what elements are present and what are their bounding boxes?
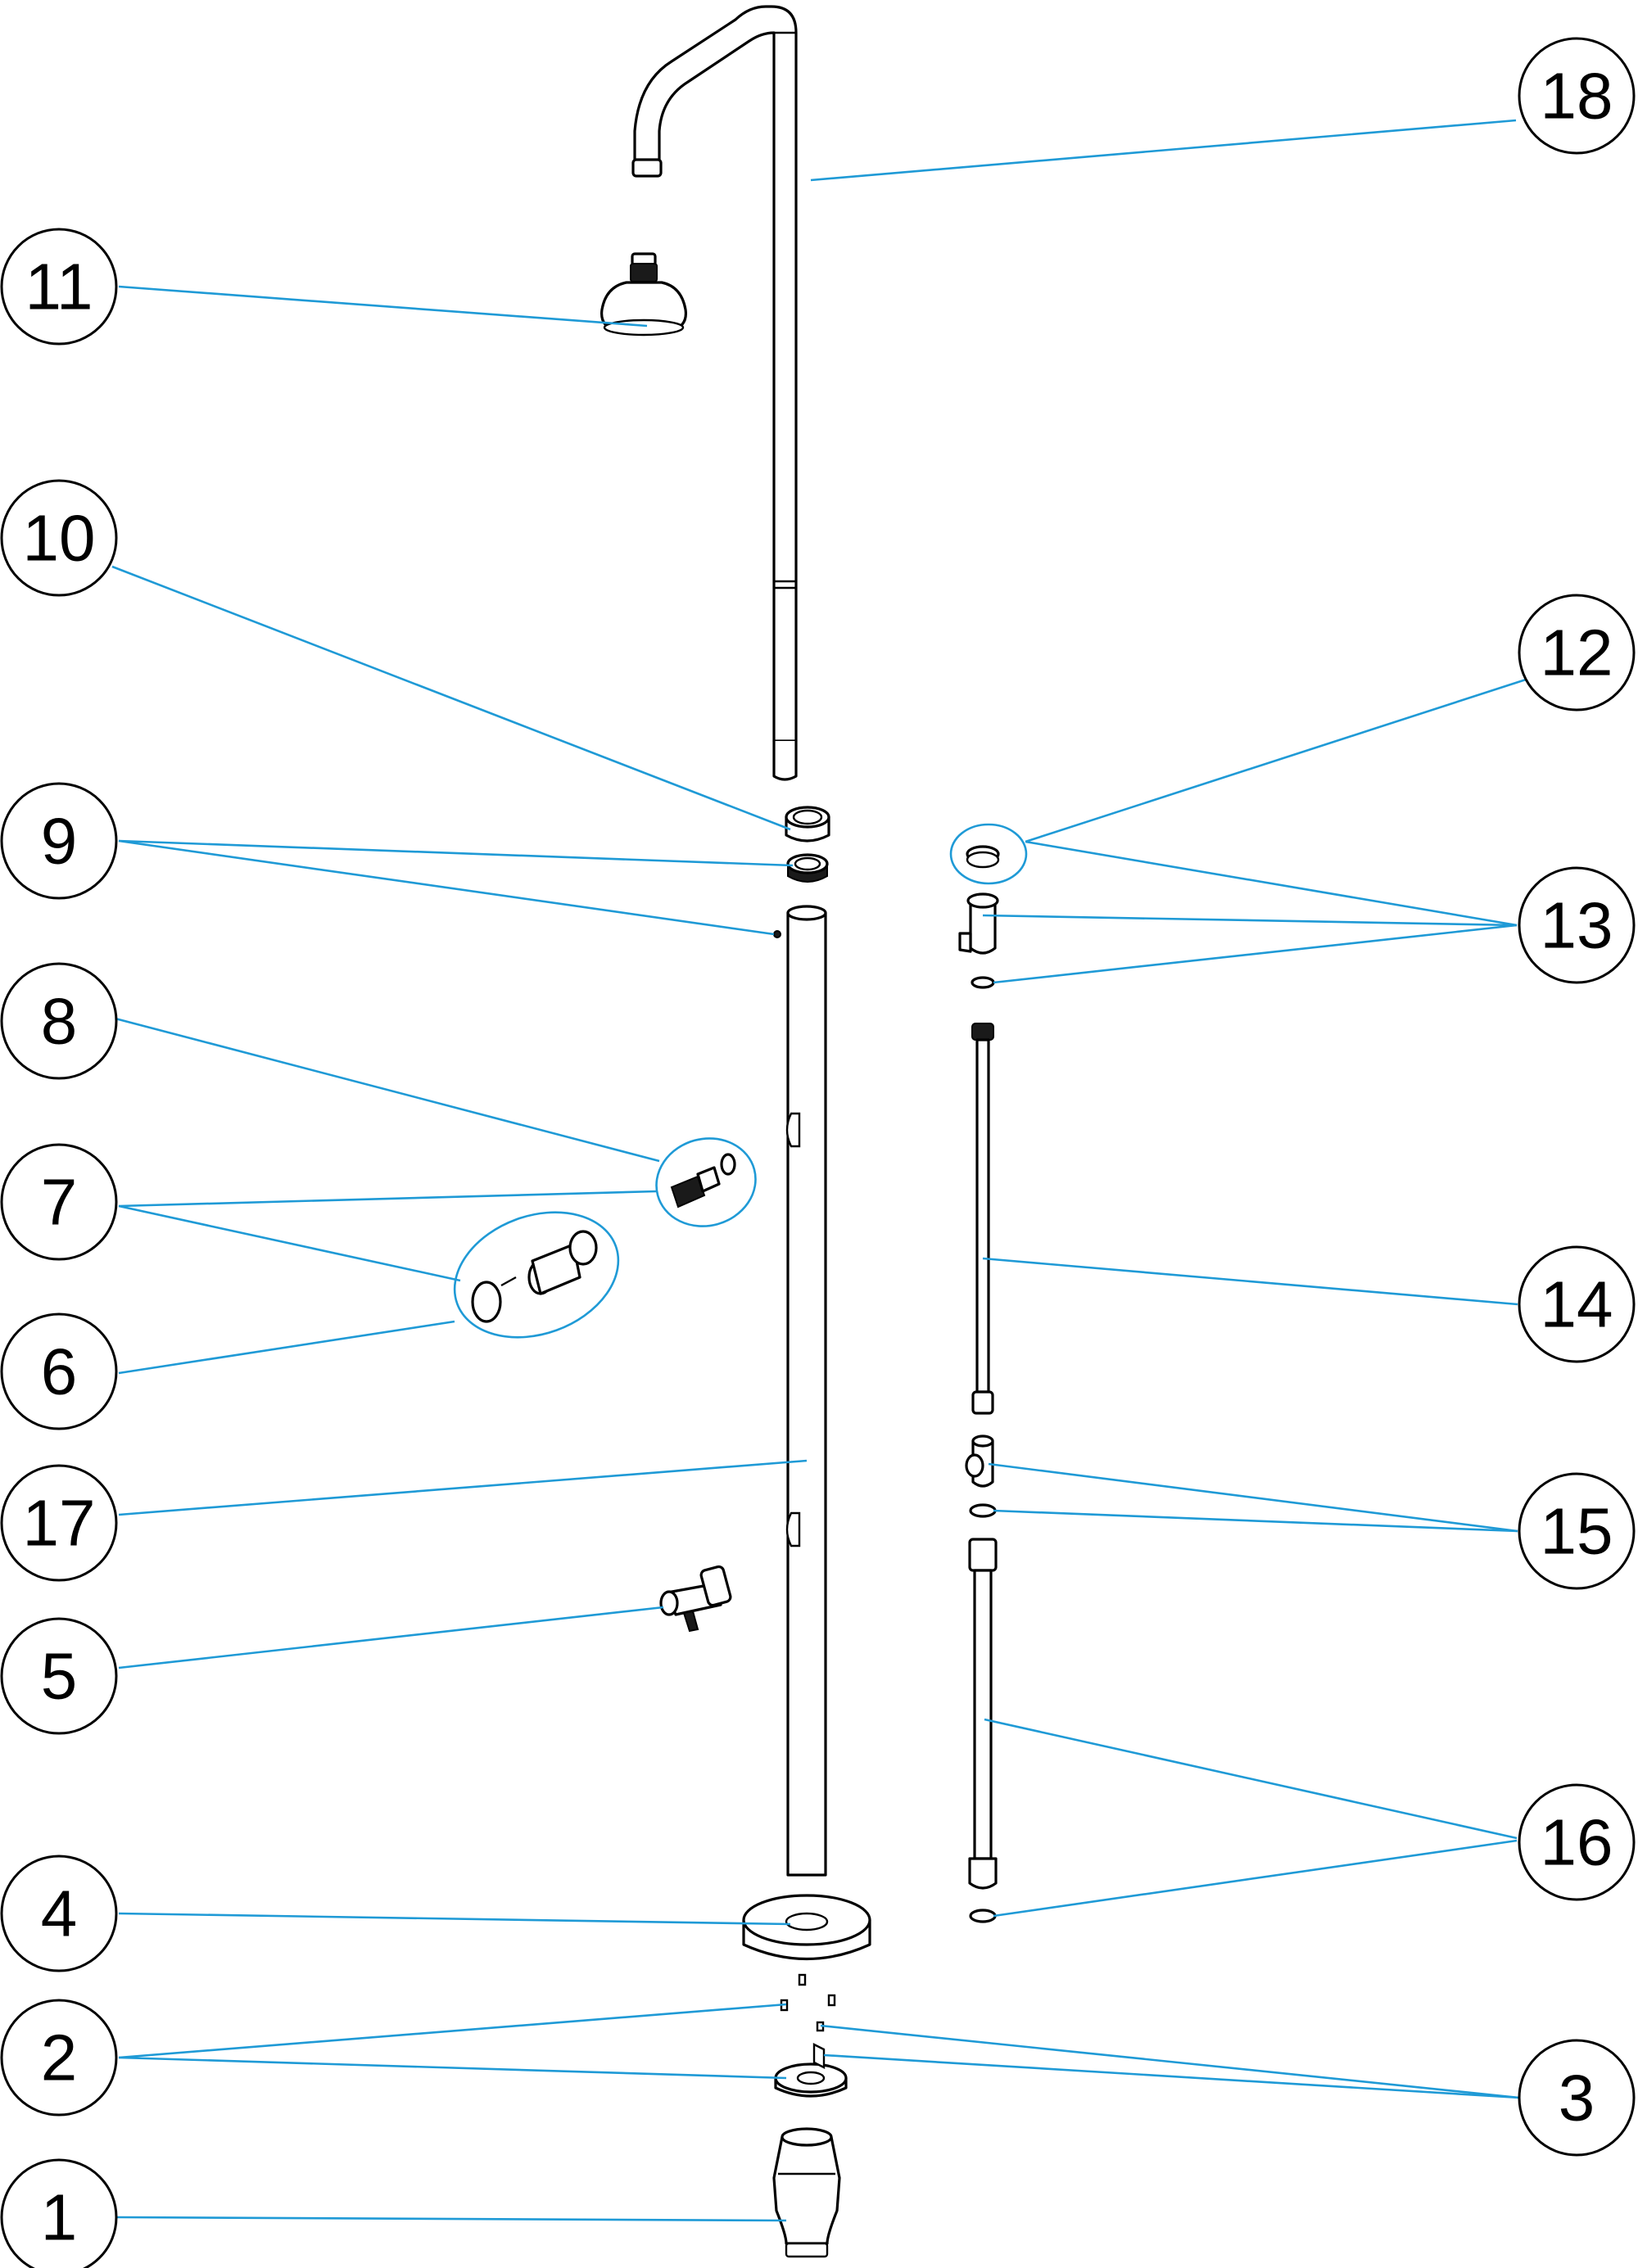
part-17-main-column [785, 905, 827, 1877]
callout-label: 16 [1541, 1806, 1613, 1879]
part-15-fitting [965, 1434, 997, 1518]
callout-3: 3 [1518, 2039, 1636, 2157]
group-outline-12 [949, 823, 1028, 885]
callout-8: 8 [0, 962, 118, 1080]
callout-2: 2 [0, 1999, 118, 2117]
callout-1: 1 [0, 2158, 118, 2268]
callout-4: 4 [0, 1855, 118, 1972]
part-9-coupling [773, 853, 829, 938]
callout-7: 7 [0, 1143, 118, 1261]
part-14-upper-supply-tube [971, 1023, 994, 1415]
callout-6: 6 [0, 1312, 118, 1430]
callout-label: 15 [1541, 1495, 1613, 1568]
callout-5: 5 [0, 1617, 118, 1735]
callout-label: 3 [1559, 2062, 1595, 2135]
callout-13: 13 [1518, 866, 1636, 984]
callout-label: 9 [41, 805, 78, 878]
callout-12: 12 [1518, 594, 1636, 712]
callout-label: 11 [25, 251, 93, 323]
callout-17: 17 [0, 1464, 118, 1582]
part-6-handle [471, 1230, 598, 1323]
callout-label: 12 [1541, 617, 1613, 689]
part-7-cartridge [670, 1153, 736, 1209]
callout-label: 18 [1541, 60, 1613, 133]
part-18-upper-gooseneck-pipe [631, 5, 798, 781]
part-3-screws [780, 1973, 836, 2032]
callout-label: 5 [41, 1640, 78, 1713]
callout-label: 4 [41, 1877, 78, 1950]
callout-14: 14 [1518, 1245, 1636, 1363]
part-4-base-flange [742, 1894, 871, 1960]
part-10-nut [785, 806, 830, 843]
part-5-valve-body [659, 1565, 732, 1633]
callout-label: 13 [1541, 889, 1613, 962]
callout-9: 9 [0, 782, 118, 900]
callout-label: 7 [41, 1166, 78, 1239]
part-1-ground-anchor [772, 2127, 841, 2258]
callout-label: 8 [41, 985, 78, 1058]
leader-lines [111, 119, 1527, 2222]
callout-18: 18 [1518, 37, 1636, 155]
callout-10: 10 [0, 479, 118, 597]
group-outline-6 [453, 1211, 620, 1339]
callout-11: 11 [0, 228, 118, 346]
part-2-mounting-plate [774, 2043, 848, 2098]
part-11-shower-head [600, 252, 687, 337]
callout-label: 10 [23, 502, 96, 575]
callout-label: 14 [1541, 1268, 1613, 1341]
callout-label: 17 [23, 1487, 96, 1560]
group-outline-8 [655, 1137, 757, 1227]
callout-16: 16 [1518, 1783, 1636, 1901]
callout-15: 15 [1518, 1472, 1636, 1590]
callout-label: 1 [41, 2181, 78, 2254]
callout-label: 6 [41, 1335, 78, 1408]
part-16-lower-supply-tube [968, 1538, 998, 1923]
part-13-elbow-fitting [958, 845, 1000, 989]
callout-label: 2 [41, 2022, 78, 2094]
